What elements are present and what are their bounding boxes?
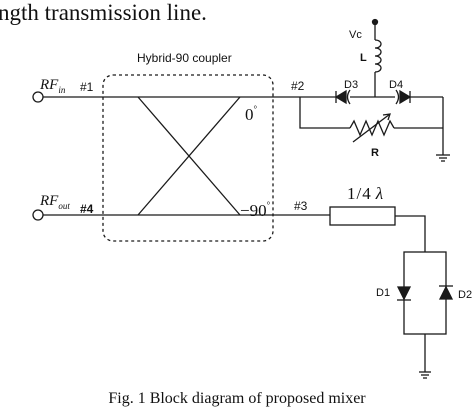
port-4-label: #4 — [80, 202, 94, 216]
rf-out-terminal — [32, 209, 44, 221]
inductor-coil — [374, 39, 382, 73]
rf-out-label: RFout — [39, 193, 70, 211]
figure-caption: Fig. 1 Block diagram of proposed mixer — [108, 390, 366, 407]
rf-in-label: RFin — [39, 77, 66, 95]
inductor-label: L — [360, 52, 367, 64]
resistor-variable-arrow — [352, 113, 391, 143]
quarter-wave-output-wire — [395, 215, 426, 252]
port-3-label: #3 — [294, 199, 308, 213]
d1-label: D1 — [376, 287, 390, 299]
d4-varactor-curve — [395, 89, 400, 105]
vc-label: Vc — [349, 29, 362, 41]
d2-diode-symbol — [438, 285, 454, 300]
d4-label: D4 — [389, 79, 403, 91]
resistor-label: R — [371, 147, 379, 159]
phase-neg90-label: −90° — [240, 200, 271, 220]
resistor-left-wire — [299, 118, 350, 129]
d3-varactor-curve — [346, 89, 351, 105]
coupler-dashed-box — [102, 74, 274, 242]
port-1-label: #1 — [80, 80, 94, 94]
phase-zero-label: 0° — [245, 104, 258, 124]
coupler-label: Hybrid-90 coupler — [137, 51, 232, 65]
d1-diode-symbol — [396, 286, 412, 301]
resistor-zigzag — [349, 119, 395, 137]
resistor-arrow-head — [382, 113, 391, 121]
heading-fragment: ngth transmission line. — [0, 0, 207, 25]
coupler-cross-line-b — [137, 96, 241, 216]
rf-in-terminal — [32, 91, 44, 103]
d3-label: D3 — [344, 79, 358, 91]
antiparallel-diode-frame — [403, 251, 447, 335]
d2-label: D2 — [458, 289, 472, 301]
quarter-wave-line — [329, 206, 396, 226]
d4-diode-symbol — [399, 89, 412, 105]
port-2-label: #2 — [291, 79, 305, 93]
d3-diode-symbol — [334, 89, 347, 105]
